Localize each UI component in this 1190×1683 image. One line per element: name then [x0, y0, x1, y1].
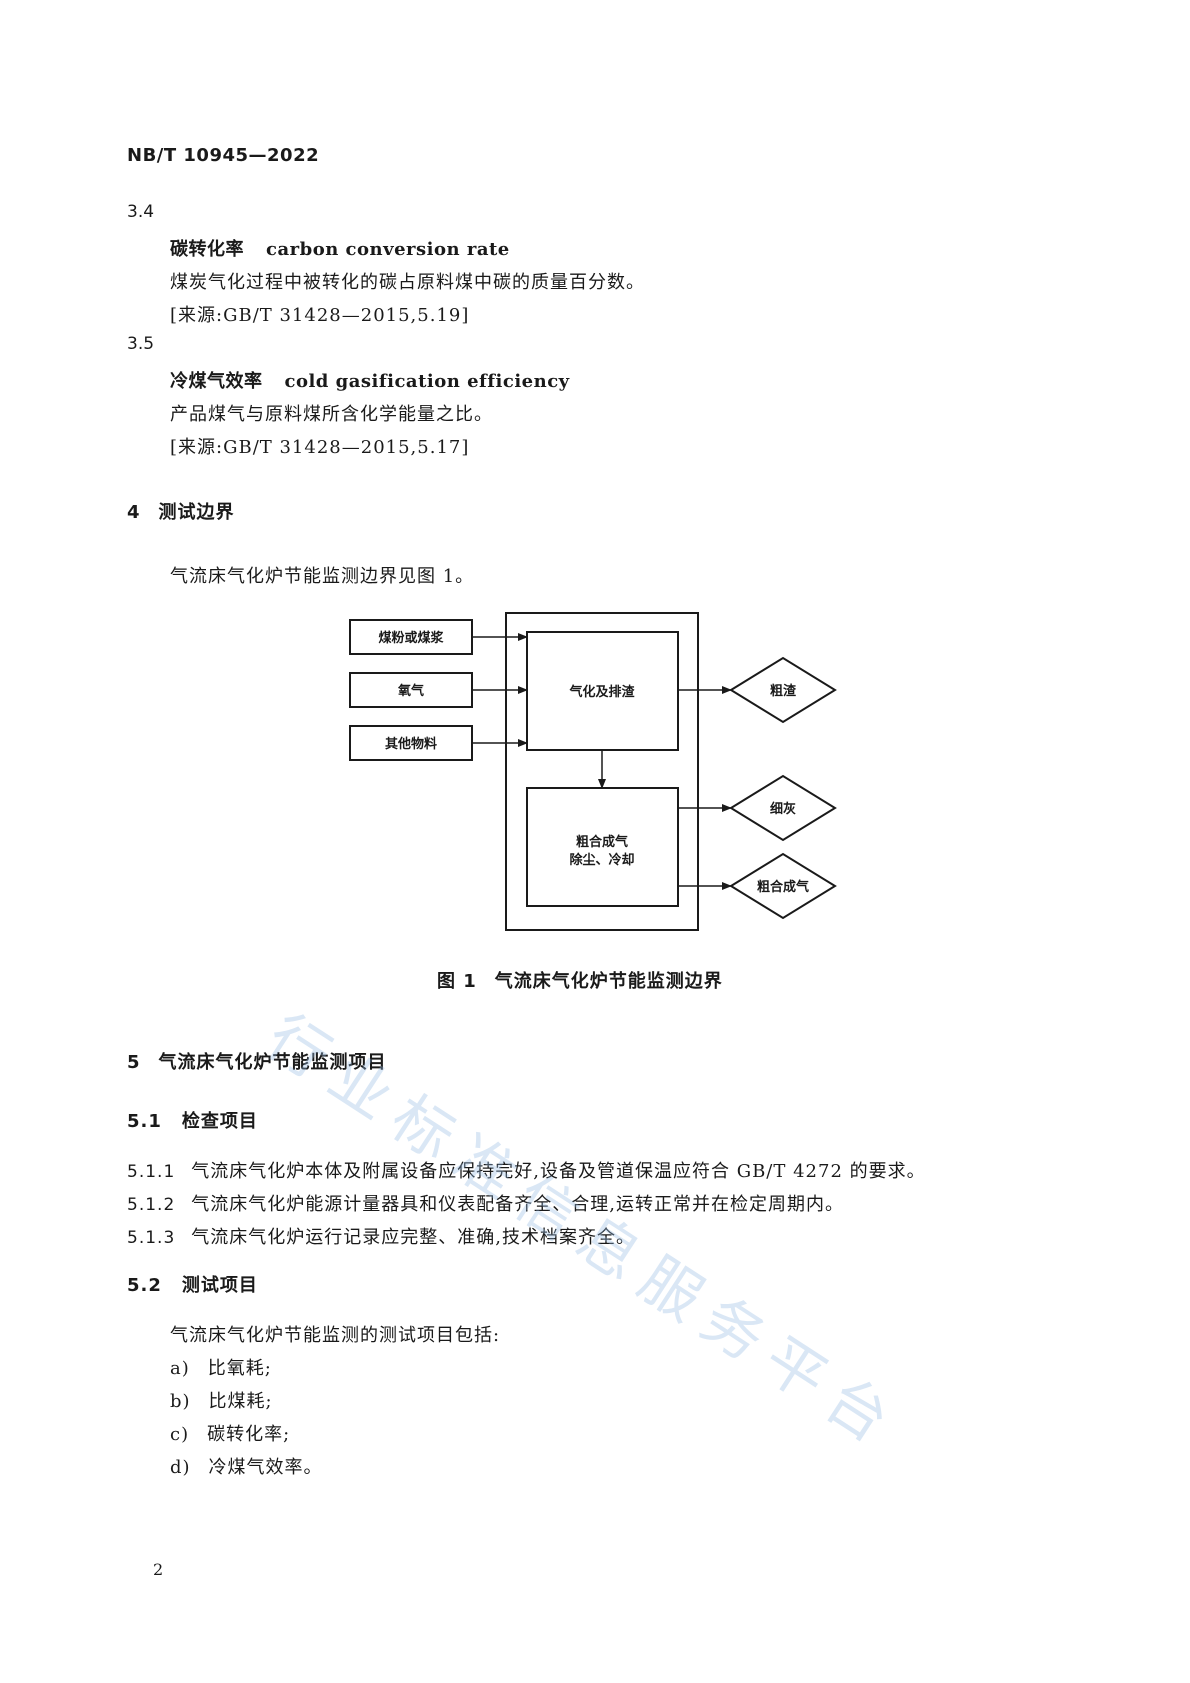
section-number: 5 [127, 1052, 141, 1073]
clause-text: 气流床气化炉本体及附属设备应保持完好,设备及管道保温应符合 GB/T 4272 … [191, 1161, 926, 1182]
list-marker: a) [170, 1358, 190, 1379]
section-number: 5.1 [127, 1111, 162, 1132]
list-marker: b) [170, 1391, 191, 1412]
output-label-fine-ash: 细灰 [770, 801, 796, 817]
clause-text: 气流床气化炉能源计量器具和仪表配备齐全、合理,运转正常并在检定周期内。 [191, 1194, 844, 1215]
input-label-other: 其他物料 [385, 736, 437, 752]
list-text: 比氧耗; [207, 1358, 272, 1379]
list-marker: d) [170, 1457, 191, 1478]
list-item: c) 碳转化率; [170, 1420, 290, 1446]
list-item: b) 比煤耗; [170, 1387, 273, 1413]
process-label-syngas-line1: 粗合成气 [576, 834, 628, 850]
boundary-diagram: 煤粉或煤浆 氧气 其他物料 气化及排渣 粗合成气 除尘、冷却 粗渣 细灰 粗合成… [349, 612, 837, 931]
section-title: 测试边界 [158, 502, 235, 523]
figure-title: 气流床气化炉节能监测边界 [494, 971, 723, 992]
term-zh: 冷煤气效率 [170, 371, 263, 392]
section-title: 测试项目 [181, 1275, 258, 1296]
clause-text: 气流床气化炉运行记录应完整、准确,技术档案齐全。 [191, 1227, 635, 1248]
page-number: 2 [153, 1560, 165, 1579]
section-title: 气流床气化炉节能监测项目 [158, 1052, 387, 1073]
figure-caption: 图 1 气流床气化炉节能监测边界 [437, 967, 723, 993]
term-heading-3-4: 碳转化率 carbon conversion rate [170, 235, 510, 261]
input-label-oxygen: 氧气 [397, 683, 424, 699]
clause-number: 5.1.1 [127, 1162, 176, 1182]
term-number-3-4: 3.4 [127, 202, 155, 222]
output-label-syngas: 粗合成气 [757, 879, 809, 895]
list-text: 比煤耗; [208, 1391, 273, 1412]
input-label-coal: 煤粉或煤浆 [378, 630, 444, 646]
section-5-1-heading: 5.1 检查项目 [127, 1107, 258, 1133]
output-diamond-slag [729, 656, 837, 724]
process-label-syngas-line2: 除尘、冷却 [569, 852, 634, 868]
section-number: 5.2 [127, 1275, 162, 1296]
list-text: 碳转化率; [207, 1424, 291, 1445]
term-source-3-5: [来源:GB/T 31428—2015,5.17] [170, 437, 470, 458]
output-label-slag: 粗渣 [770, 683, 797, 699]
term-en: carbon conversion rate [266, 239, 510, 260]
section-5-2-heading: 5.2 测试项目 [127, 1271, 258, 1297]
section-5-2-intro: 气流床气化炉节能监测的测试项目包括: [170, 1325, 501, 1346]
term-zh: 碳转化率 [170, 239, 244, 260]
clause-number: 5.1.3 [127, 1228, 176, 1248]
clause-number: 5.1.2 [127, 1195, 176, 1215]
section-5-heading: 5 气流床气化炉节能监测项目 [127, 1048, 387, 1074]
section-4-intro: 气流床气化炉节能监测边界见图 1。 [170, 566, 475, 587]
output-diamond-syngas [729, 852, 837, 920]
section-number: 4 [127, 502, 141, 523]
figure-number: 图 1 [437, 971, 477, 992]
section-4-heading: 4 测试边界 [127, 498, 235, 524]
list-text: 冷煤气效率。 [208, 1457, 323, 1478]
term-definition-3-5: 产品煤气与原料煤所含化学能量之比。 [170, 404, 493, 425]
section-title: 检查项目 [181, 1111, 258, 1132]
document-code: NB/T 10945—2022 [127, 145, 320, 166]
list-item: d) 冷煤气效率。 [170, 1453, 323, 1479]
clause-5-1-1: 5.1.1 气流床气化炉本体及附属设备应保持完好,设备及管道保温应符合 GB/T … [127, 1157, 926, 1183]
output-diamond-fine-ash [729, 774, 837, 842]
clause-5-1-2: 5.1.2 气流床气化炉能源计量器具和仪表配备齐全、合理,运转正常并在检定周期内。 [127, 1190, 844, 1216]
list-marker: c) [170, 1424, 190, 1445]
list-item: a) 比氧耗; [170, 1354, 272, 1380]
term-definition-3-4: 煤炭气化过程中被转化的碳占原料煤中碳的质量百分数。 [170, 272, 645, 293]
process-label-gasification: 气化及排渣 [569, 684, 635, 700]
term-source-3-4: [来源:GB/T 31428—2015,5.19] [170, 305, 470, 326]
term-en: cold gasification efficiency [284, 371, 570, 392]
term-number-3-5: 3.5 [127, 334, 155, 354]
clause-5-1-3: 5.1.3 气流床气化炉运行记录应完整、准确,技术档案齐全。 [127, 1223, 635, 1249]
term-heading-3-5: 冷煤气效率 cold gasification efficiency [170, 367, 570, 393]
monitoring-boundary-box [505, 612, 699, 931]
